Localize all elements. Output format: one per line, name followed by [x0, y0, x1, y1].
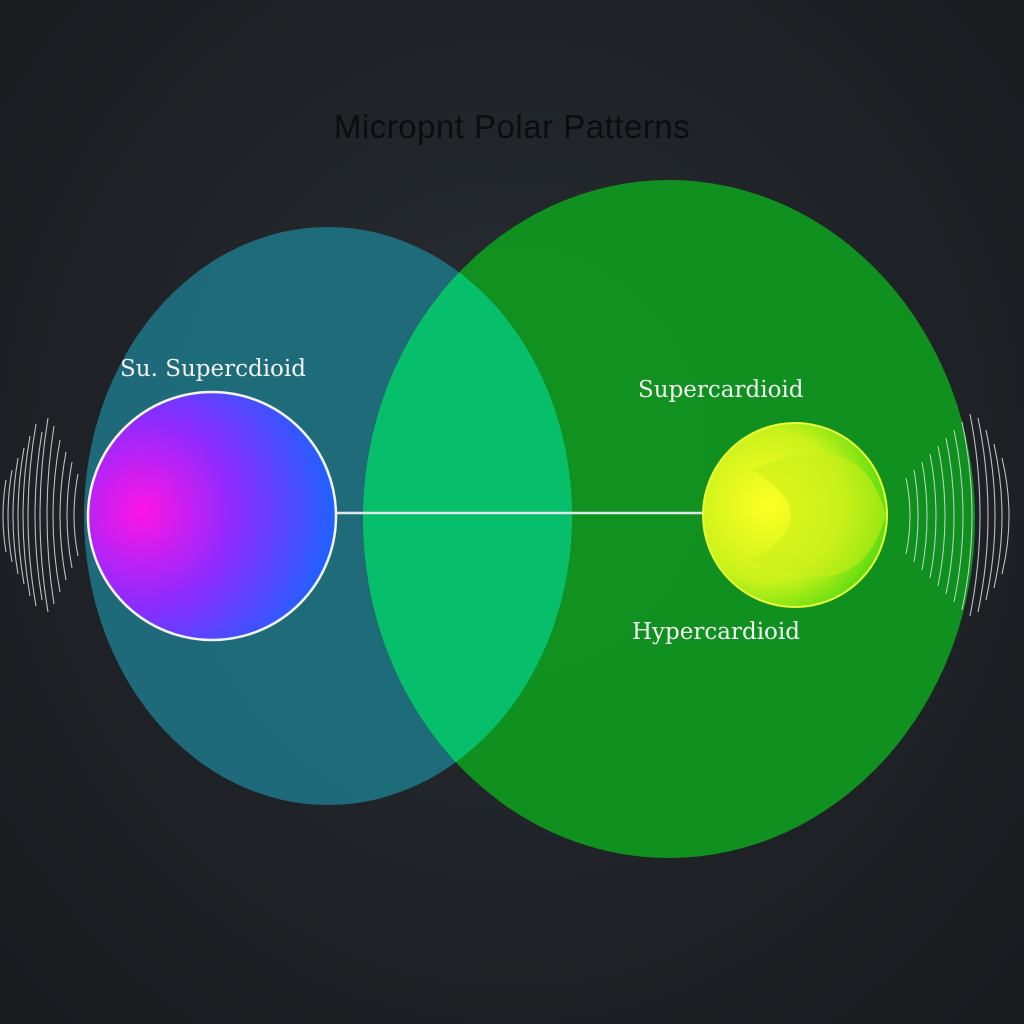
right-top-pattern-label: Supercardioid — [638, 377, 804, 403]
left-pattern-label: Su. Supercdioid — [120, 356, 306, 382]
overlap-region — [363, 227, 572, 805]
diagram-title: Micropnt Polar Patterns — [333, 108, 691, 145]
right-pattern-sphere — [702, 422, 888, 608]
left-pattern-sphere — [86, 390, 338, 642]
right-sound-waves — [905, 413, 1010, 617]
left-sound-waves — [2, 417, 79, 613]
right-bottom-pattern-label: Hypercardioid — [632, 619, 800, 645]
